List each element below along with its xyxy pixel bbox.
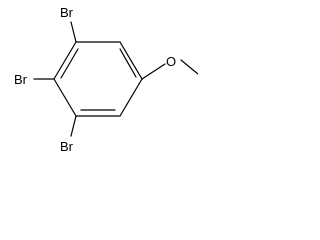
bond-oxygen-methyl xyxy=(180,59,198,75)
ring-bond-c5-c6 xyxy=(53,78,77,117)
bond-c3-oxygen xyxy=(141,63,166,80)
double-bond-inner-c1-c6 xyxy=(60,48,79,79)
atom-label-br-bottom: Br xyxy=(60,139,74,154)
atom-label-oxygen: O xyxy=(166,54,176,69)
bond-c1-br-top xyxy=(70,21,77,43)
atom-label-br-middle: Br xyxy=(14,72,28,87)
ring-bond-c6-c1 xyxy=(53,41,77,80)
ring-bond-c3-c4 xyxy=(119,78,143,117)
atom-label-br-top: Br xyxy=(60,5,74,20)
double-bond-inner-c2-c3 xyxy=(119,48,137,78)
bond-c5-br-bottom xyxy=(70,115,77,137)
structure-diagram: Br Br Br O xyxy=(14,5,198,154)
ring-bond-c2-c3 xyxy=(119,41,143,80)
benzene-ring xyxy=(53,41,143,117)
